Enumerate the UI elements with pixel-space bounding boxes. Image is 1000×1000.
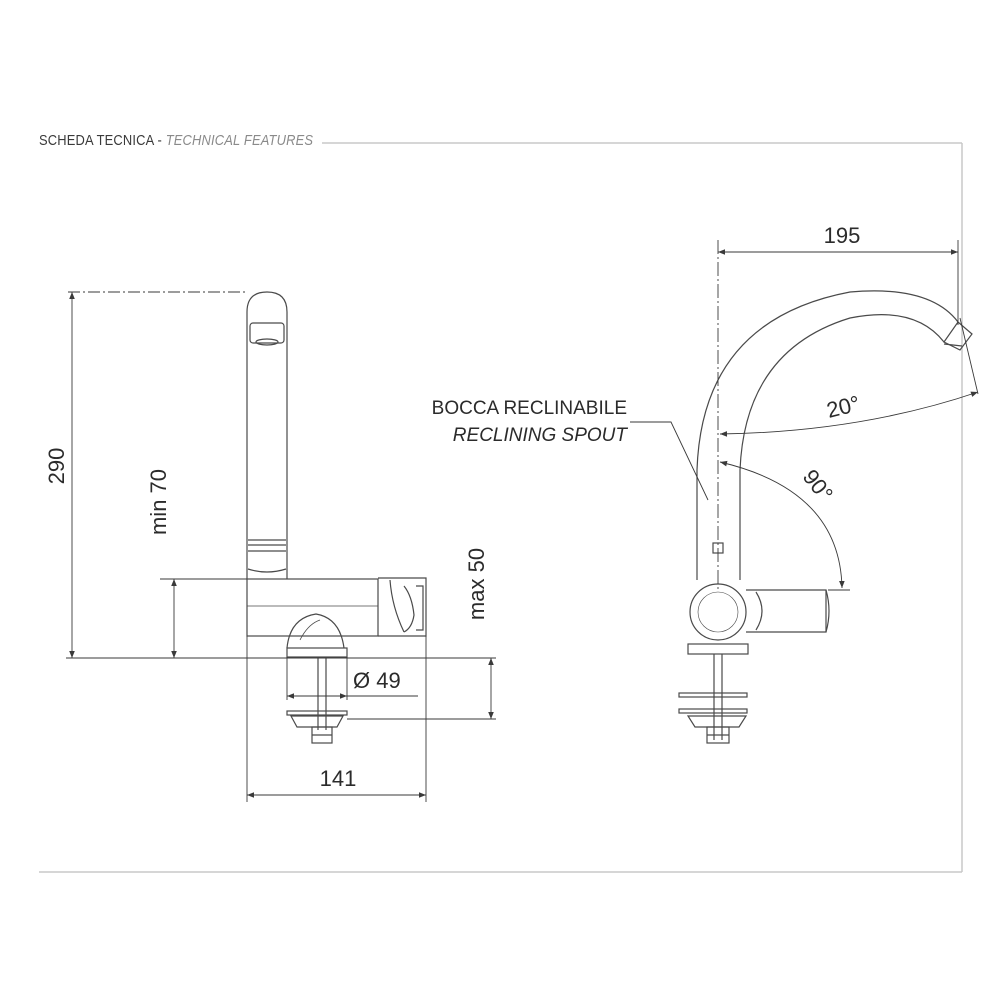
tilt-angle-label: 20°	[824, 391, 862, 423]
width-dim-label: 141	[320, 766, 357, 791]
base-dome	[286, 613, 345, 649]
aerator-outlet	[255, 338, 279, 346]
title-it: SCHEDA TECNICA	[39, 132, 154, 149]
spout-label-it: BOCCA RECLINABILE	[432, 398, 627, 419]
max-dim-label: max 50	[464, 548, 489, 620]
reach-dim-label: 195	[824, 223, 861, 248]
aerator	[249, 322, 285, 344]
front-washer	[678, 692, 748, 698]
rotation-angle-label: 90°	[798, 465, 838, 507]
tilt-angle-arc	[719, 391, 979, 437]
front-lever	[746, 589, 827, 633]
lock-nut	[289, 715, 345, 728]
front-view-dimensions	[630, 240, 979, 592]
spout-tube	[246, 291, 288, 579]
title-en: TECHNICAL FEATURES	[165, 132, 314, 149]
rotation-angle-arc	[719, 460, 845, 589]
frame-rules	[39, 142, 963, 873]
side-view-dimensions	[66, 291, 496, 802]
front-base-ring	[687, 643, 749, 655]
diameter-dim-label: Ø 49	[353, 668, 401, 693]
curved-spout-outer	[696, 290, 959, 580]
washer	[286, 710, 348, 716]
side-view: 290 min 70 max 50 Ø 49 141	[44, 291, 496, 802]
curved-spout-inner	[739, 314, 945, 580]
title-separator: -	[153, 132, 166, 149]
faucet-body	[246, 578, 379, 637]
handle-hub	[689, 583, 747, 641]
front-view: 195 BOCCA RECLINABILE RECLINING SPOUT 20…	[432, 223, 979, 744]
spout-tip	[943, 321, 973, 351]
min-dim-label: min 70	[146, 469, 171, 535]
section-title: SCHEDA TECNICA - TECHNICAL FEATURES	[39, 132, 313, 149]
height-dim-label: 290	[44, 448, 69, 485]
lever-handle	[378, 577, 427, 637]
base-ring	[286, 647, 348, 658]
spout-leader-line	[630, 421, 709, 501]
spout-label-en: RECLINING SPOUT	[453, 425, 629, 446]
front-view-faucet	[678, 290, 973, 744]
